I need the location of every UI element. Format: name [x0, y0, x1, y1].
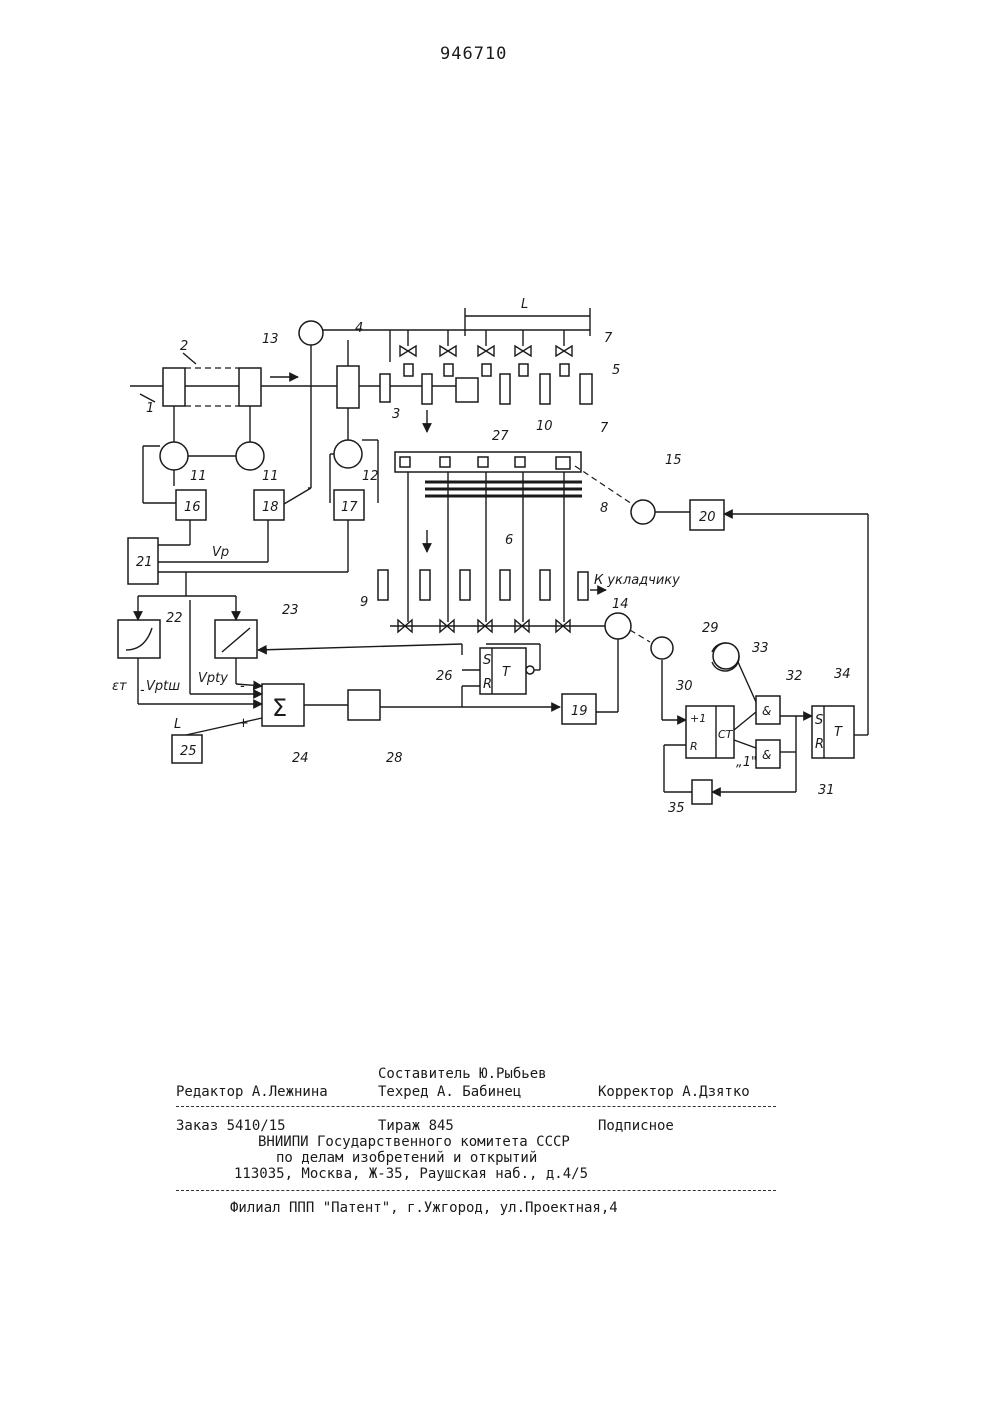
branch: Филиал ППП "Патент", г.Ужгород, ул.Проек… [230, 1200, 618, 1216]
label-vptsh: Vрtш [146, 679, 180, 694]
order-number: Заказ 5410/15 [176, 1118, 286, 1134]
label-29: 29 [702, 621, 719, 636]
label-9: 9 [360, 595, 368, 610]
counter-label: СТ [718, 728, 734, 741]
composer: Составитель Ю.Рыбьев [378, 1066, 547, 1082]
block-26-label: 26 [436, 669, 453, 684]
motor-icon [160, 442, 188, 470]
label-6: 6 [505, 533, 513, 548]
label-vpty: Vрtу [198, 671, 228, 686]
block-35-label: 35 [668, 801, 685, 816]
block-22 [118, 620, 160, 658]
block-35 [692, 780, 712, 804]
unit-27 [456, 378, 478, 402]
roll-stand-b [239, 368, 261, 406]
label-3: 3 [392, 407, 400, 422]
corrector: Корректор А.Дзятко [598, 1084, 750, 1100]
tech-editor: Техред А. Бабинец [378, 1084, 521, 1100]
sensor-15-icon [631, 500, 655, 524]
block-23 [215, 620, 257, 658]
organization: ВНИИПИ Государственного комитета СССР [258, 1134, 570, 1150]
organization-dept: по делам изобретений и открытий [276, 1150, 537, 1166]
stand-4 [337, 366, 359, 408]
sum-symbol: Σ [272, 694, 287, 722]
label-et: εт [112, 679, 127, 694]
label-destination: К укладчику [594, 573, 680, 588]
label-33: 33 [752, 641, 769, 656]
block-22-label: 22 [166, 611, 183, 626]
label-10: 10 [536, 419, 553, 434]
block-19-label: 19 [571, 704, 588, 719]
address: 113035, Москва, Ж-35, Раушская наб., д.4… [234, 1166, 588, 1182]
block-28 [348, 690, 380, 720]
block-17-label: 17 [341, 500, 358, 515]
block-34-label: 34 [834, 667, 851, 682]
motor-icon [334, 440, 362, 468]
label-8: 8 [600, 501, 608, 516]
divider [176, 1190, 776, 1191]
block-31-label: 31 [818, 783, 835, 798]
label-12: 12 [362, 469, 379, 484]
trigger-t: T [834, 725, 843, 740]
label-length: L [521, 297, 528, 312]
roll-stand-a [163, 368, 185, 406]
label-11: 11 [190, 469, 207, 484]
subscription: Подписное [598, 1118, 674, 1134]
block-30-label: 30 [676, 679, 693, 694]
label-2: 2 [180, 339, 188, 354]
label-minus: - [140, 683, 145, 698]
label-14: 14 [612, 597, 629, 612]
label-minus: - [240, 679, 245, 694]
label-15: 15 [665, 453, 682, 468]
circulation: Тираж 845 [378, 1118, 454, 1134]
block-28-label: 28 [386, 751, 403, 766]
block-25-label: 25 [180, 744, 197, 759]
label-length-input: L [174, 717, 181, 732]
trigger-r: R [815, 737, 824, 752]
label-27: 27 [492, 429, 509, 444]
counter-reset: R [690, 740, 698, 753]
motor-icon [236, 442, 264, 470]
label-11: 11 [262, 469, 279, 484]
label-7: 7 [600, 421, 609, 436]
plate-9 [378, 570, 388, 600]
block-23-label: 23 [282, 603, 299, 618]
block-32-label: 32 [786, 669, 803, 684]
block-20-label: 20 [699, 510, 716, 525]
label-13: 13 [262, 332, 279, 347]
counter-increment: +1 [690, 712, 706, 725]
trigger-t: T [502, 665, 511, 680]
block-18-label: 18 [262, 500, 279, 515]
trigger-s: S [483, 653, 491, 668]
block-16-label: 16 [184, 500, 201, 515]
and-gate-symbol: & [762, 748, 771, 762]
label-1: 1 [146, 401, 154, 416]
label-vp: Vр [212, 545, 229, 560]
label-5: 5 [612, 363, 620, 378]
label-plus: + [238, 716, 249, 731]
label-7: 7 [604, 331, 613, 346]
block-24-label: 24 [292, 751, 309, 766]
divider [176, 1106, 776, 1107]
and-gate-symbol: & [762, 704, 771, 718]
valve-icon [400, 346, 572, 356]
trigger-s: S [815, 713, 823, 728]
trigger-r: R [483, 677, 492, 692]
block-21-label: 21 [136, 555, 153, 570]
label-one: „1" [736, 755, 757, 770]
motor-icon [605, 613, 631, 639]
editor: Редактор А.Лежнина [176, 1084, 328, 1100]
label-4: 4 [355, 321, 363, 336]
sensor-13-icon [299, 321, 323, 345]
sensor-29-icon [651, 637, 673, 659]
lamp-33-icon [713, 643, 739, 669]
